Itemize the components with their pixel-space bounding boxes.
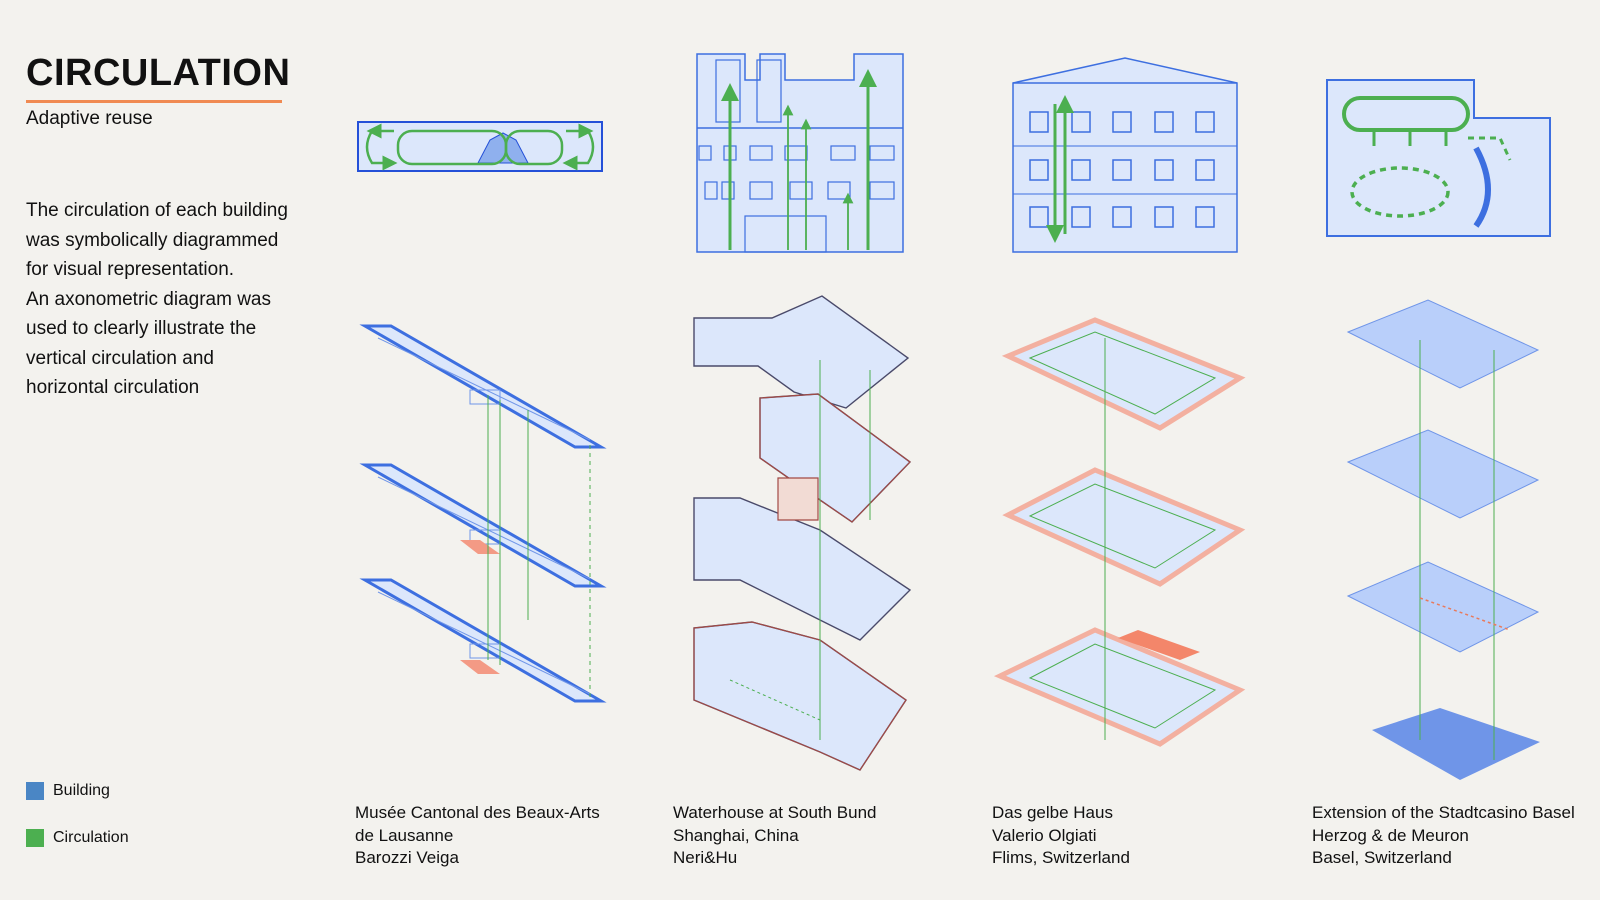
caption-stadtcasino-name: Extension of the Stadtcasino Basel xyxy=(1312,803,1575,822)
description-text: The circulation of each building was sym… xyxy=(26,196,296,403)
caption-waterhouse-architect: Neri&Hu xyxy=(673,848,738,867)
legend-item-circulation: Circulation xyxy=(26,829,129,847)
caption-stadtcasino-architect: Herzog & de Meuron xyxy=(1312,825,1469,845)
caption-lausanne-name: Musée Cantonal des Beaux-Arts xyxy=(355,803,600,822)
caption-lausanne-name-line2: de Lausanne xyxy=(355,825,454,845)
description-paragraph-2: An axonometric diagram was used to clear… xyxy=(26,288,271,399)
legend-label-circulation: Circulation xyxy=(53,829,129,846)
caption-stadtcasino-location: Basel, Switzerland xyxy=(1312,848,1452,867)
caption-lausanne-architect: Barozzi Veiga xyxy=(355,848,459,867)
caption-gelbe-haus-architect: Valerio Olgiati xyxy=(992,825,1097,845)
waterhouse-elevation-diagram xyxy=(696,53,904,253)
caption-gelbe-haus-name: Das gelbe Haus xyxy=(992,803,1113,822)
waterhouse-axonometric xyxy=(693,295,912,771)
caption-stadtcasino: Extension of the Stadtcasino Basel Herzo… xyxy=(1312,802,1575,870)
caption-lausanne: Musée Cantonal des Beaux-Arts de Lausann… xyxy=(355,802,600,870)
lausanne-axonometric xyxy=(359,324,607,703)
page-subtitle: Adaptive reuse xyxy=(26,108,153,129)
stadtcasino-plan-diagram xyxy=(1326,79,1551,237)
legend-swatch-circulation xyxy=(26,829,44,847)
caption-waterhouse: Waterhouse at South Bund Shanghai, China… xyxy=(673,802,877,870)
gelbe-haus-axonometric xyxy=(993,317,1246,747)
caption-waterhouse-location: Shanghai, China xyxy=(673,825,799,845)
legend-item-building: Building xyxy=(26,782,110,800)
caption-gelbe-haus: Das gelbe Haus Valerio Olgiati Flims, Sw… xyxy=(992,802,1130,870)
description-paragraph-1: The circulation of each building was sym… xyxy=(26,200,288,280)
stadtcasino-axonometric xyxy=(1346,299,1540,780)
title-underline xyxy=(26,100,282,103)
caption-gelbe-haus-location: Flims, Switzerland xyxy=(992,848,1130,867)
page-title: CIRCULATION xyxy=(26,52,291,94)
legend-swatch-building xyxy=(26,782,44,800)
caption-waterhouse-name: Waterhouse at South Bund xyxy=(673,803,877,822)
gelbe-haus-elevation-diagram xyxy=(1012,57,1238,253)
legend-label-building: Building xyxy=(53,782,110,799)
lausanne-section-diagram xyxy=(357,121,603,172)
